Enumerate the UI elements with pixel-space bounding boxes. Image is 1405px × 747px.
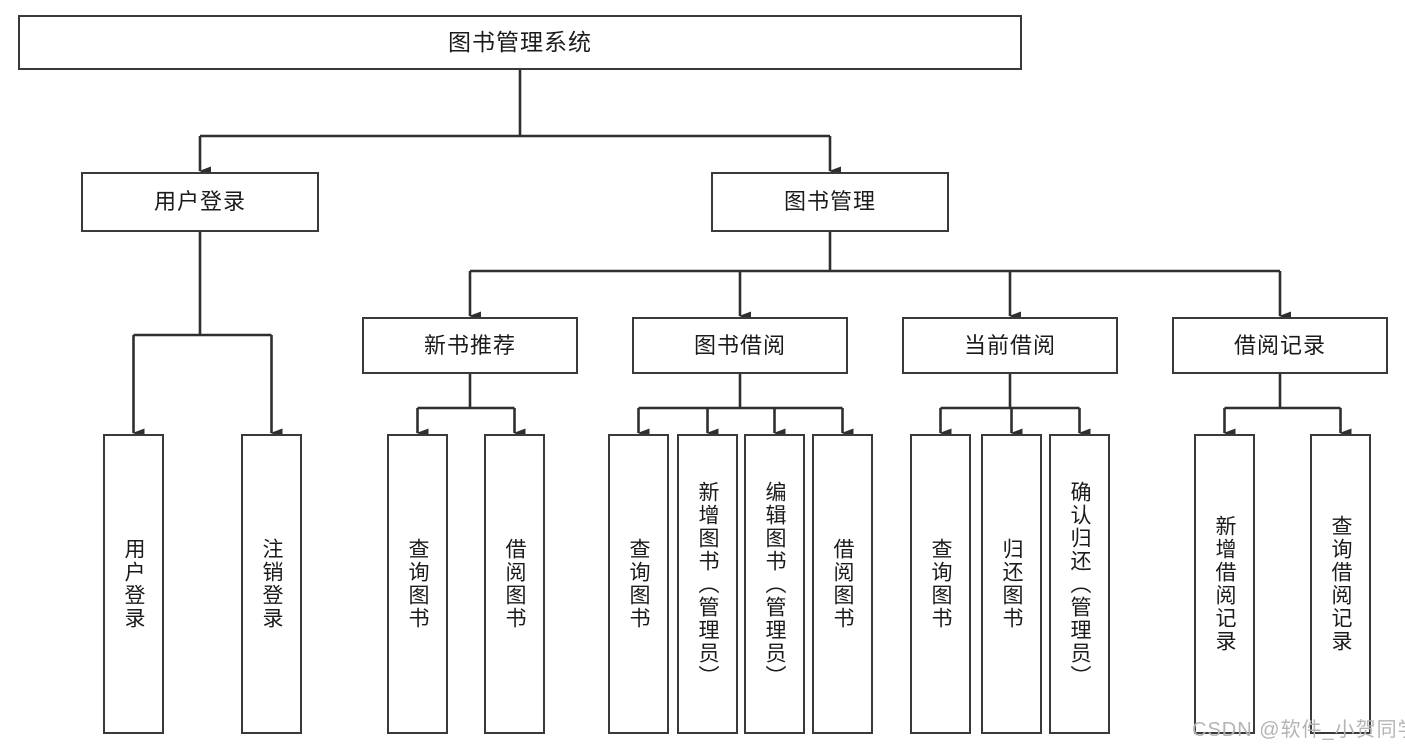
node-l2-borrow[interactable]: 图书借阅 bbox=[632, 317, 848, 374]
node-label: 编辑图书（管理员） bbox=[763, 480, 786, 688]
node-l3-a1[interactable]: 用户登录 bbox=[103, 434, 164, 734]
node-l2-current[interactable]: 当前借阅 bbox=[902, 317, 1118, 374]
node-l3-e2[interactable]: 查询借阅记录 bbox=[1310, 434, 1371, 734]
node-label: 借阅图书 bbox=[503, 538, 526, 630]
node-label: 用户登录 bbox=[153, 189, 246, 215]
node-l3-c4[interactable]: 借阅图书 bbox=[812, 434, 873, 734]
node-label: 借阅图书 bbox=[831, 538, 854, 630]
node-label: 查询图书 bbox=[929, 538, 952, 630]
node-l3-b2[interactable]: 借阅图书 bbox=[484, 434, 545, 734]
node-l2-records[interactable]: 借阅记录 bbox=[1172, 317, 1388, 374]
node-label: 查询借阅记录 bbox=[1329, 515, 1352, 653]
node-l1-bookmgmt[interactable]: 图书管理 bbox=[711, 172, 949, 232]
node-l3-d2[interactable]: 归还图书 bbox=[981, 434, 1042, 734]
node-l3-b1[interactable]: 查询图书 bbox=[387, 434, 448, 734]
node-l3-d1[interactable]: 查询图书 bbox=[910, 434, 971, 734]
node-label: 图书管理系统 bbox=[448, 28, 592, 55]
node-label: 新增借阅记录 bbox=[1213, 515, 1236, 653]
node-l3-a2[interactable]: 注销登录 bbox=[241, 434, 302, 734]
node-l3-c3[interactable]: 编辑图书（管理员） bbox=[744, 434, 805, 734]
node-label: 图书借阅 bbox=[693, 332, 786, 358]
node-l3-c2[interactable]: 新增图书（管理员） bbox=[677, 434, 738, 734]
node-label: 注销登录 bbox=[260, 538, 283, 630]
node-label: 图书管理 bbox=[783, 189, 876, 215]
node-label: 查询图书 bbox=[406, 538, 429, 630]
node-l3-c1[interactable]: 查询图书 bbox=[608, 434, 669, 734]
node-label: 当前借阅 bbox=[963, 332, 1056, 358]
node-l3-e1[interactable]: 新增借阅记录 bbox=[1194, 434, 1255, 734]
node-l1-login[interactable]: 用户登录 bbox=[81, 172, 319, 232]
node-label: 新增图书（管理员） bbox=[696, 480, 719, 688]
node-label: 查询图书 bbox=[627, 538, 650, 630]
node-root[interactable]: 图书管理系统 bbox=[18, 15, 1022, 70]
node-label: 用户登录 bbox=[122, 538, 145, 630]
node-label: 新书推荐 bbox=[423, 332, 516, 358]
node-label: 归还图书 bbox=[1000, 538, 1023, 630]
node-l2-newbook[interactable]: 新书推荐 bbox=[362, 317, 578, 374]
node-label: 借阅记录 bbox=[1233, 332, 1326, 358]
node-label: 确认归还（管理员） bbox=[1068, 480, 1091, 688]
node-l3-d3[interactable]: 确认归还（管理员） bbox=[1049, 434, 1110, 734]
